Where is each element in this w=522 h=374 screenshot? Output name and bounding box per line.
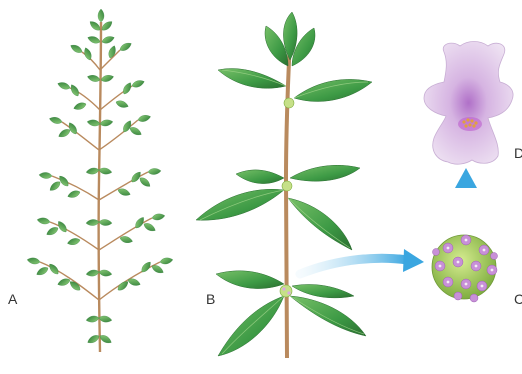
panel-label-b: B: [206, 292, 215, 306]
panel-label-d: D: [514, 146, 522, 160]
stem-detail-icon: [196, 12, 372, 358]
panel-label-a: A: [8, 292, 17, 306]
single-flower-icon: [424, 42, 513, 165]
arrow-right-icon: [300, 249, 424, 274]
panel-label-c: C: [514, 292, 522, 306]
shrub-plant-icon: [27, 9, 174, 352]
flower-head-icon: [432, 235, 498, 302]
arrow-up-icon: [455, 168, 477, 230]
